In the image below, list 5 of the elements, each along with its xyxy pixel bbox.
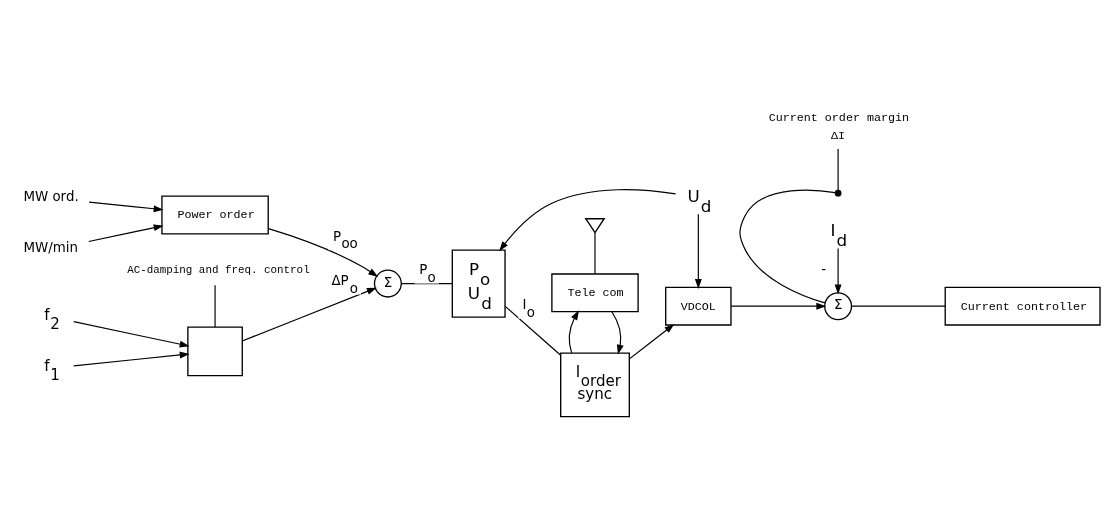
node-text: MW ord. [23, 189, 79, 205]
node-text: AC-damping and freq. control [127, 264, 310, 277]
node-text: Current order margin ΔI [768, 111, 910, 143]
edge-label: - [821, 261, 827, 277]
node-text: MW/min [23, 240, 78, 256]
